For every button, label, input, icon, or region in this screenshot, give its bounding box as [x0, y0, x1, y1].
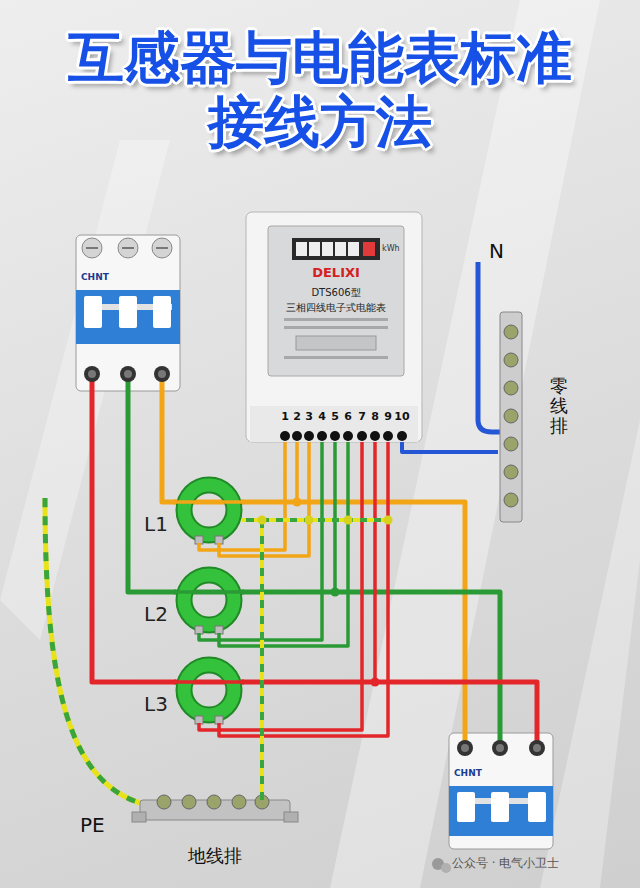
- node-label: CHNT: [81, 272, 109, 282]
- connector-wire: [402, 442, 498, 452]
- node-text: 三相四线电子式电能表: [268, 302, 404, 314]
- current-transformer: L2: [176, 567, 242, 633]
- terminal-number: 1: [276, 411, 294, 424]
- current-transformer: L1: [176, 477, 242, 543]
- terminal-number: 7: [353, 411, 371, 424]
- terminal-number: 9: [379, 411, 397, 424]
- node-label: CHNT: [454, 768, 482, 778]
- terminal-number: 5: [326, 411, 344, 424]
- pe-wire: [45, 498, 162, 803]
- circuit-breaker: CHNT: [448, 732, 554, 850]
- wire: [162, 392, 297, 502]
- circuit-breaker: CHNT: [75, 234, 181, 392]
- wire: [128, 392, 335, 592]
- wire: [242, 520, 262, 800]
- current-transformer-ring: [174, 485, 244, 544]
- node-label: 地线排: [135, 846, 295, 867]
- wire: [128, 392, 176, 592]
- connector-wire: [219, 442, 388, 736]
- wire: [402, 442, 498, 452]
- terminal-number: 6: [339, 411, 357, 424]
- terminal-number: 4: [313, 411, 331, 424]
- breaker-symbol: [449, 732, 553, 849]
- terminal-number: 10: [393, 411, 411, 424]
- node-label: L3: [144, 693, 168, 716]
- current-transformer-ring: [174, 665, 244, 724]
- node-label: DELIXI: [268, 266, 404, 281]
- connector-wire: [199, 442, 285, 550]
- node-label: L1: [144, 513, 168, 536]
- breaker-symbol: [76, 235, 180, 392]
- watermark-icon: [432, 858, 451, 873]
- connector-wire: [92, 392, 375, 682]
- wire: [199, 442, 285, 550]
- neutral-bar: 零线排: [498, 310, 578, 525]
- connector-wire: [219, 442, 348, 646]
- connector-wire: [162, 392, 297, 502]
- wire: [242, 520, 262, 800]
- node-text: DTS606型: [268, 287, 404, 299]
- terminal-number: 2: [288, 411, 306, 424]
- ground-bar-symbol: [132, 795, 298, 822]
- ground-bar: 地线排: [135, 800, 295, 870]
- meter-body: [246, 212, 422, 442]
- node-label: 零线排: [550, 376, 568, 435]
- junction-dot: [258, 498, 393, 687]
- terminal-number: 3: [300, 411, 318, 424]
- connector-wire: [242, 520, 262, 800]
- wire-label: N: [489, 240, 504, 263]
- connector-wire: [162, 392, 176, 502]
- connector-wire: [242, 502, 465, 732]
- connector-wire: [199, 442, 362, 730]
- wire: [199, 442, 362, 730]
- unit-label: kWh: [382, 244, 400, 253]
- title: 互感器与电能表标准 接线方法: [40, 26, 600, 155]
- current-transformer-ring: [174, 575, 244, 634]
- node-label: L2: [144, 603, 168, 626]
- connector-wire: [242, 592, 500, 732]
- wire: [162, 392, 176, 502]
- wire: [219, 442, 388, 736]
- terminal-number: 8: [366, 411, 384, 424]
- wire-label: PE: [80, 814, 105, 837]
- watermark: 公众号 · 电气小卫士: [452, 857, 559, 871]
- connector-wire: [128, 392, 335, 592]
- connector-wire: [128, 392, 176, 592]
- wire: [242, 502, 465, 732]
- earth-tie-wire: [262, 520, 388, 521]
- wire: [242, 592, 500, 732]
- wire: [219, 442, 348, 646]
- current-transformer: L3: [176, 657, 242, 723]
- wire: [92, 392, 375, 682]
- neutral-bar-symbol: [500, 312, 522, 522]
